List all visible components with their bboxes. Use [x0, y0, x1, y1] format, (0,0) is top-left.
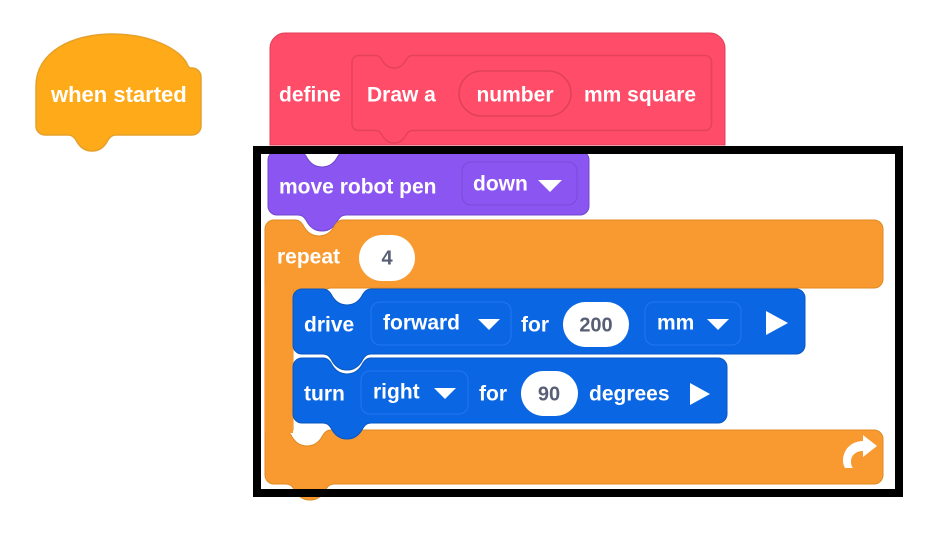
repeat-count-input[interactable]	[359, 235, 415, 281]
drive-block[interactable]: drive forward for 200 mm	[292, 288, 806, 371]
define-block[interactable]: define Draw a number mm square	[269, 32, 726, 146]
turn-angle-value: 90	[538, 383, 560, 405]
prototype-text-after: mm square	[584, 84, 696, 107]
drive-direction-value: forward	[383, 312, 460, 335]
hat-block-label: when started	[50, 82, 187, 107]
repeat-c-arm	[265, 285, 293, 433]
turn-angle-input[interactable]	[521, 371, 578, 416]
repeat-block-label: repeat	[277, 246, 340, 269]
drive-unit-dropdown[interactable]	[644, 301, 742, 346]
play-triangle-icon[interactable]	[766, 311, 788, 335]
repeat-count-value: 4	[381, 247, 393, 269]
pen-state-dropdown[interactable]	[461, 161, 578, 206]
chevron-down-icon[interactable]	[434, 388, 456, 399]
turn-unit-label: degrees	[589, 383, 670, 406]
drive-unit-value: mm	[657, 312, 694, 335]
move-robot-pen-block[interactable]: move robot pen down	[267, 150, 590, 232]
chevron-down-icon[interactable]	[538, 180, 562, 192]
turn-direction-dropdown[interactable]	[360, 370, 469, 415]
prototype-parameter-oval[interactable]	[458, 70, 572, 117]
pen-state-dropdown-value: down	[473, 173, 528, 196]
pen-block-label: move robot pen	[279, 176, 437, 199]
define-keyword-label: define	[279, 84, 341, 107]
drive-direction-dropdown[interactable]	[370, 301, 512, 346]
chevron-down-icon[interactable]	[478, 319, 500, 330]
hat-block-shape[interactable]	[35, 33, 202, 152]
drive-distance-input[interactable]	[563, 302, 629, 347]
turn-direction-value: right	[373, 381, 420, 404]
drive-distance-value: 200	[579, 314, 612, 336]
custom-block-prototype-outline[interactable]	[351, 54, 713, 144]
loop-arrow-icon	[843, 435, 877, 468]
turn-block[interactable]: turn right for 90 degrees	[292, 357, 728, 440]
turn-connector-label: for	[479, 383, 507, 406]
drive-connector-label: for	[521, 314, 549, 337]
play-triangle-icon[interactable]	[690, 383, 710, 405]
prototype-parameter-label: number	[476, 84, 553, 107]
turn-block-label: turn	[304, 383, 345, 406]
drive-block-label: drive	[304, 314, 354, 337]
when-started-hat-block[interactable]: when started	[35, 33, 202, 152]
chevron-down-icon[interactable]	[707, 319, 729, 330]
prototype-text-before: Draw a	[367, 84, 436, 107]
